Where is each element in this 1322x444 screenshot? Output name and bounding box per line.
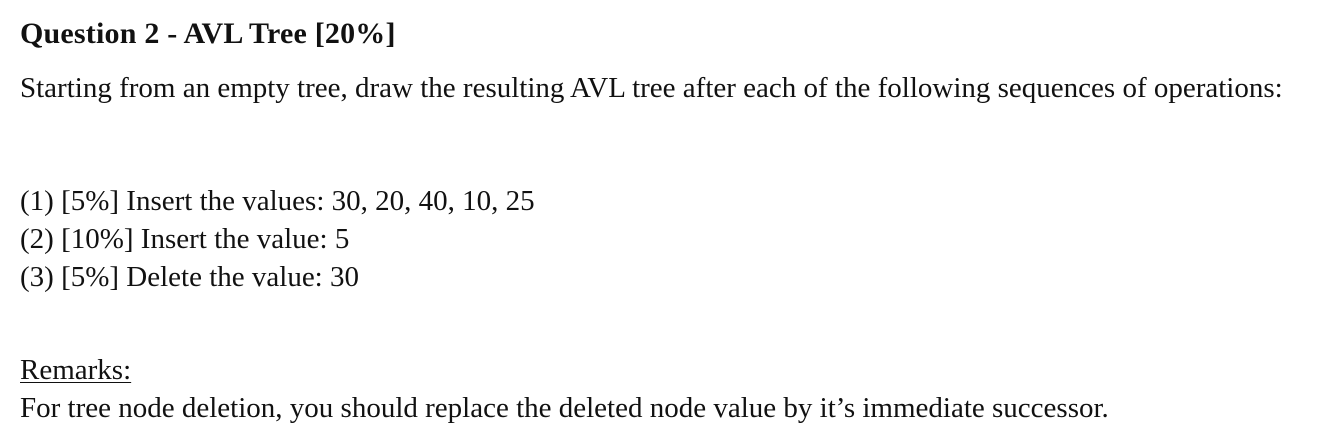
question-title: Question 2 - AVL Tree [20%] — [20, 17, 396, 50]
operation-item-2: (2) [10%] Insert the value: 5 — [20, 223, 350, 255]
question-page: Question 2 - AVL Tree [20%] Starting fro… — [20, 0, 1302, 444]
operation-item-1: (1) [5%] Insert the values: 30, 20, 40, … — [20, 185, 535, 217]
operation-item-3: (3) [5%] Delete the value: 30 — [20, 261, 359, 293]
operations-list: (1) [5%] Insert the values: 30, 20, 40, … — [20, 182, 535, 296]
remarks-heading: Remarks: — [20, 354, 132, 386]
question-intro: Starting from an empty tree, draw the re… — [20, 72, 1283, 104]
remarks-text: For tree node deletion, you should repla… — [20, 392, 1109, 424]
